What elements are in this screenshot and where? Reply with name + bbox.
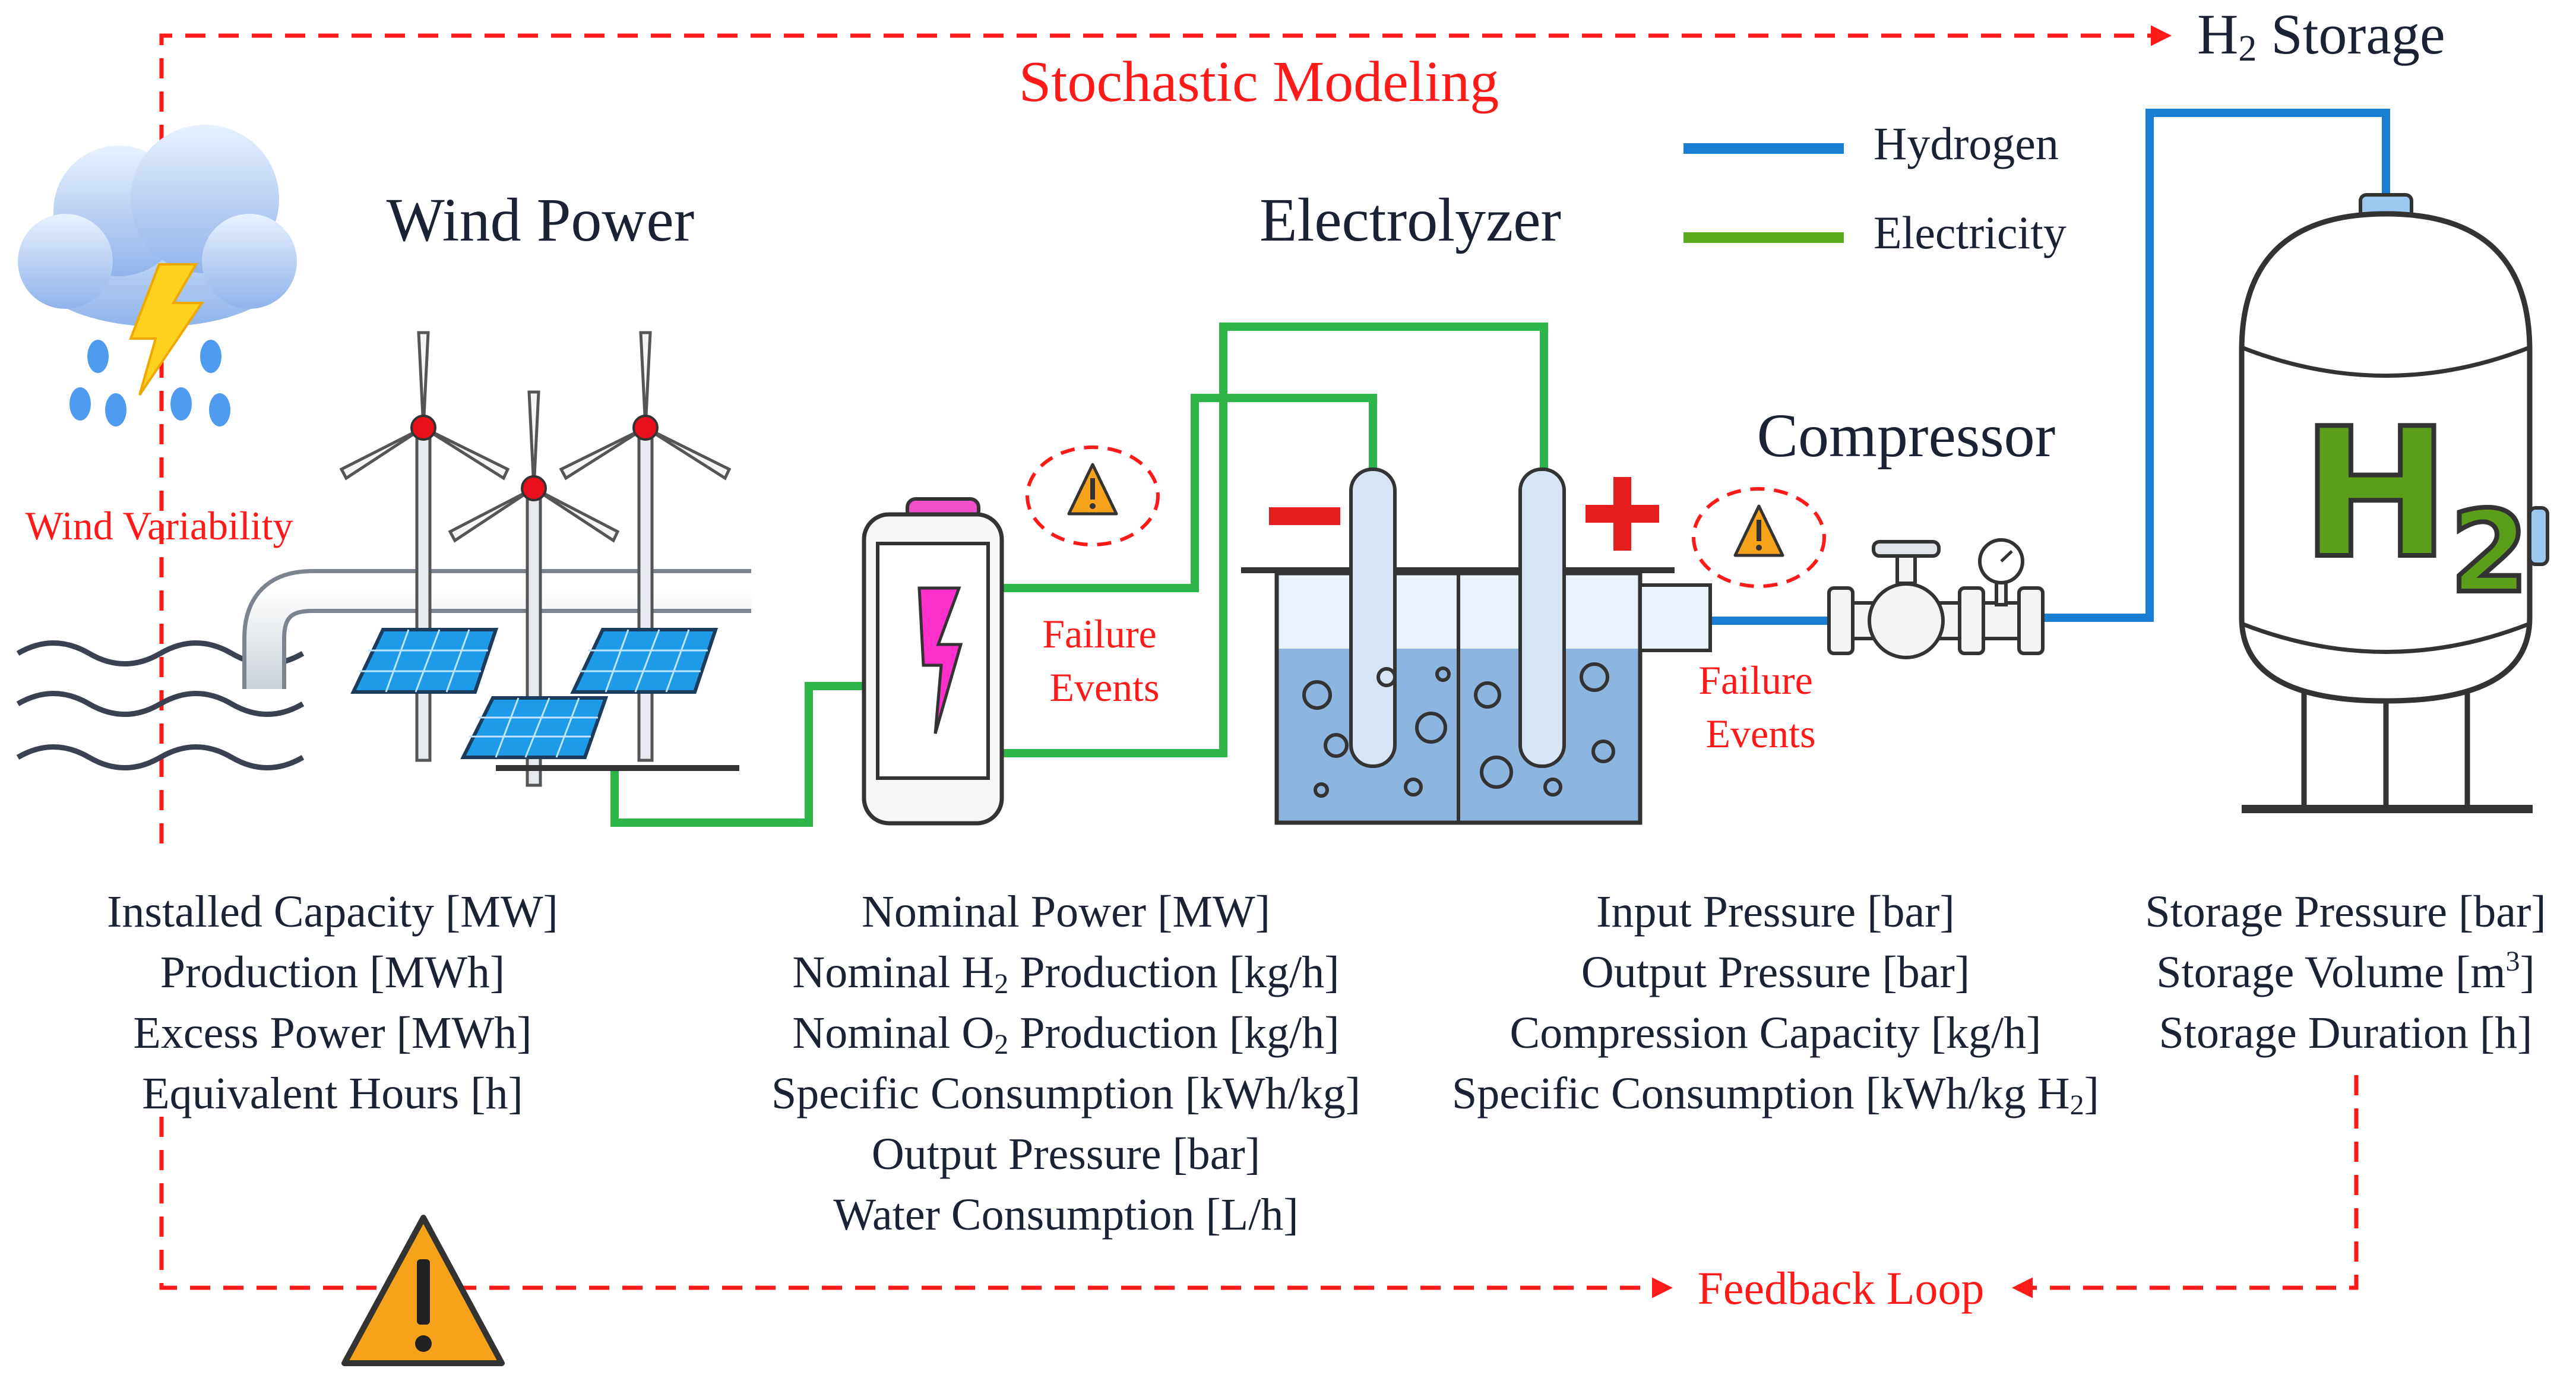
failure-events-2-line2: Events [1705,711,1815,756]
compressor-icon [1827,538,2045,659]
compressor-parameters: Input Pressure [bar] Output Pressure [ba… [1452,887,2099,1121]
tank-h2-label-h: H [2301,390,2450,598]
failure-events-label-1: Failure Events [1042,611,1167,710]
storm-cloud-icon [18,125,297,426]
storage-param: Storage Volume [m3] [2156,946,2535,997]
electrolyzer-param: Nominal Power [MW] [862,887,1270,937]
electricity-lines [610,323,1548,827]
storage-parameters: Storage Pressure [bar] Storage Volume [m… [2145,887,2546,1058]
legend: Hydrogen Electricity [1683,118,2067,258]
warning-icon [341,1215,505,1366]
electrolyzer-title: Electrolyzer [1259,186,1561,254]
legend-hydrogen-label: Hydrogen [1874,118,2059,169]
compressor-param: Output Pressure [bar] [1581,947,1970,997]
wind-param: Production [MWh] [160,947,505,997]
wind-param: Equivalent Hours [h] [142,1069,523,1118]
electrolyzer-param: Output Pressure [bar] [872,1129,1260,1179]
feedback-loop-lines [159,1075,2359,1298]
stochastic-modeling-label: Stochastic Modeling [1019,50,1499,114]
wind-variability-label: Wind Variability [25,503,293,548]
offshore-pipe [242,569,751,689]
electrode-minus-label: − [1401,524,1408,538]
wind-turbine-left [339,331,510,762]
power-converter-icon [862,497,1004,826]
wind-param: Installed Capacity [MW] [107,887,558,937]
failure-events-1-line2: Events [1049,665,1159,710]
wind-turbine-center [448,390,620,787]
electrolyzer-vessel-icon: − + [1241,467,1712,825]
compressor-title: Compressor [1757,402,2056,470]
electrode-plus-label: + [1663,542,1669,555]
failure-marker-1 [1026,445,1160,546]
stochastic-loop-top [159,25,2172,843]
h2-storage-title: H2 Storage [2197,2,2445,69]
failure-events-2-line1: Failure [1698,658,1813,703]
electrolyzer-parameters: Nominal Power [MW] Nominal H2 Production… [771,887,1360,1240]
wind-parameters: Installed Capacity [MW] Production [MWh]… [107,887,558,1118]
tank-h2-label: H2 [2301,390,2528,618]
storage-param: Storage Pressure [bar] [2145,887,2546,937]
compressor-param: Specific Consumption [kWh/kg H2] [1452,1069,2099,1121]
failure-marker-2 [1692,487,1826,588]
feedback-loop-label: Feedback Loop [1697,1262,1984,1314]
wind-param: Excess Power [MWh] [133,1008,531,1058]
solar-panels-icon [350,628,739,771]
h2-storage-title-rest: Storage [2257,2,2445,66]
storage-param: Storage Duration [h] [2159,1008,2533,1058]
h2-storage-title-h: H [2197,2,2238,66]
h2-storage-tank-icon [2239,193,2549,813]
electrolyzer-param: Nominal O2 Production [kg/h] [792,1008,1339,1060]
failure-events-1-line1: Failure [1042,611,1157,656]
electrolyzer-param: Water Consumption [L/h] [833,1190,1298,1240]
failure-events-label-2: Failure Events [1698,658,1823,756]
legend-electricity-label: Electricity [1874,207,2067,258]
compressor-param: Input Pressure [bar] [1596,887,1955,937]
hydrogen-lines [1710,109,2390,625]
electrolyzer-param: Nominal H2 Production [kg/h] [792,947,1339,1000]
h2-storage-title-sub: 2 [2238,29,2257,69]
electrolyzer-param: Specific Consumption [kWh/kg] [771,1069,1360,1118]
tank-h2-label-sub: 2 [2450,486,2528,618]
wind-power-title: Wind Power [387,186,695,254]
compressor-param: Compression Capacity [kg/h] [1510,1008,2042,1058]
